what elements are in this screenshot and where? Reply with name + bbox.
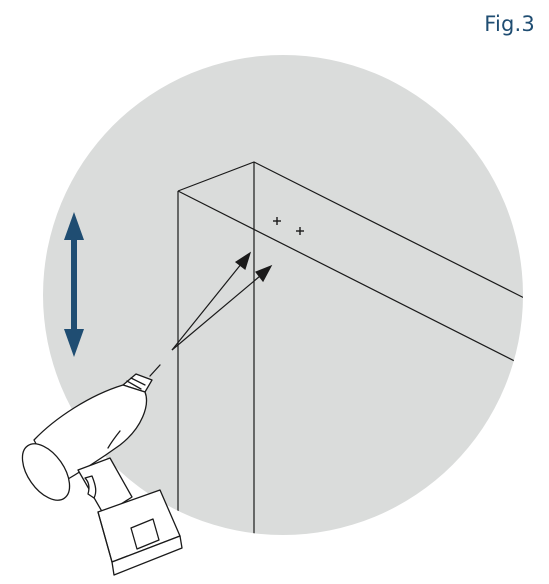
double-headed-vertical-arrow-icon — [64, 212, 84, 357]
frame-outline — [177, 161, 523, 535]
detail-circle — [43, 55, 523, 535]
cross-mark-icon — [296, 227, 304, 235]
cross-mark-icon — [273, 217, 281, 225]
drill-direction-arrows — [171, 251, 273, 351]
cordless-drill-icon — [21, 364, 183, 576]
figure-label: Fig.3 — [484, 12, 535, 36]
